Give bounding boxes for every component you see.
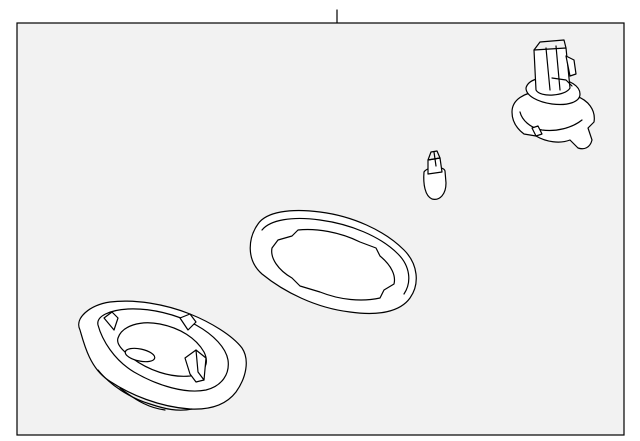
bulb-socket <box>511 39 595 150</box>
bulb <box>423 150 447 200</box>
lamp-housing <box>78 300 247 411</box>
lens-gasket <box>249 209 417 315</box>
